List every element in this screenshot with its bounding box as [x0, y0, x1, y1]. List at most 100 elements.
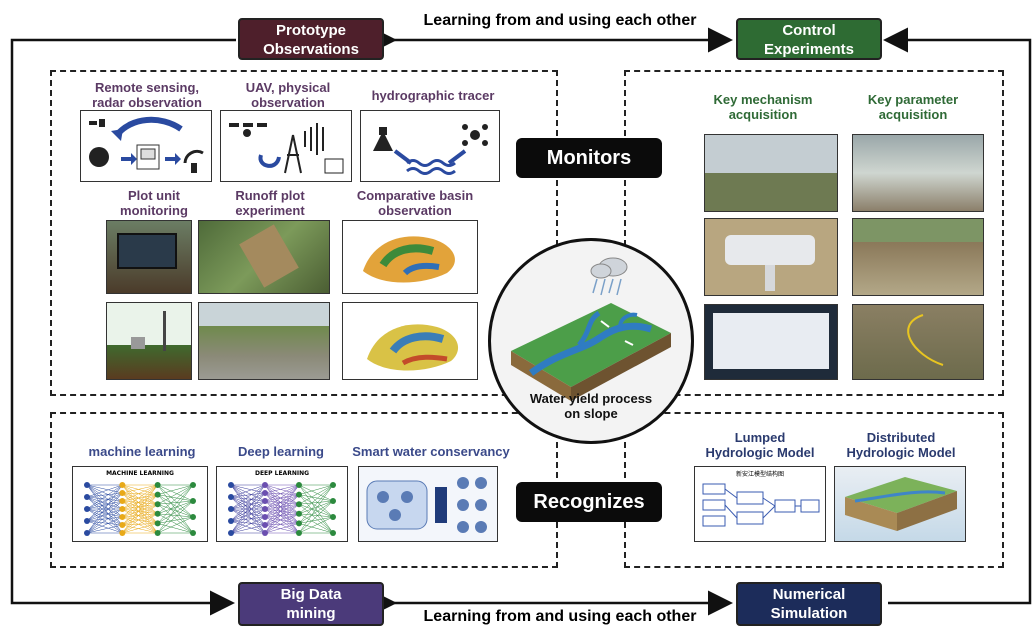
network-node: [119, 514, 126, 520]
network-edge: [157, 484, 194, 495]
uav-caption: UAV, physical observation: [224, 80, 352, 110]
runoff-plot-caption-line1: Runoff plot: [235, 188, 305, 203]
big-data-mining-line1: Big Data: [280, 586, 342, 603]
network-edge: [298, 494, 334, 502]
network-edge: [264, 513, 300, 526]
swc-panel: [358, 466, 498, 542]
network-edge: [122, 484, 158, 534]
remote-sensing-icons: [89, 116, 204, 173]
network-edge: [230, 496, 266, 502]
runoff-plot-aerial-photo: [198, 220, 330, 294]
lumped-caption: Lumped Hydrologic Model: [700, 430, 820, 460]
network-node: [119, 506, 126, 512]
numerical-simulation-line1: Numerical: [772, 586, 846, 603]
network-edge: [157, 494, 194, 502]
dl-caption: Deep learning: [238, 444, 324, 459]
field-station-photo: [704, 134, 838, 212]
network-edge: [298, 484, 334, 505]
network-node: [228, 494, 234, 500]
tracer-panel: [360, 110, 500, 182]
runoff-plot-caption: Runoff plot experiment: [210, 188, 330, 218]
swc-diagram: [366, 477, 487, 533]
circle-caption-line1: Water yield process: [529, 391, 653, 406]
top-banner-text: Learning from and using each other: [423, 12, 697, 29]
network-node: [119, 490, 126, 496]
network-edge: [86, 520, 123, 526]
network-edge: [157, 500, 194, 505]
network-edge: [122, 494, 158, 510]
network-edge: [122, 494, 158, 526]
globe-icon: [89, 147, 109, 167]
rain-cloud-icon: [590, 257, 628, 296]
network-edge: [230, 484, 266, 494]
network-edge: [264, 504, 300, 534]
slope-process-circle: Water yield process on slope: [488, 238, 694, 444]
laptop-photo: [106, 220, 192, 294]
network-edge: [86, 516, 123, 522]
network-edge: [264, 484, 300, 510]
basin-map-2: [342, 302, 478, 380]
dl-panel-title: DEEP LEARNING: [254, 470, 310, 477]
network-edge: [86, 508, 123, 534]
network-node: [262, 498, 268, 504]
network-edge: [298, 484, 334, 534]
network-edge: [86, 520, 123, 534]
lumped-caption-line1: Lumped: [734, 430, 786, 445]
network-node: [296, 530, 302, 536]
monitors-label: Monitors: [516, 138, 662, 178]
network-edge: [230, 516, 266, 534]
observations-panel: [50, 70, 558, 396]
network-edge: [157, 494, 194, 518]
network-edge: [122, 484, 158, 526]
network-node: [190, 530, 196, 536]
network-node: [154, 520, 161, 527]
network-edge: [298, 500, 334, 524]
network-node: [119, 482, 126, 488]
network-edge: [298, 503, 334, 518]
network-edge: [122, 504, 158, 534]
network-edge: [86, 496, 123, 502]
network-edge: [230, 500, 266, 510]
experiments-panel: [624, 70, 1004, 396]
network-edge: [230, 492, 266, 522]
network-node: [262, 482, 268, 488]
network-node: [119, 498, 126, 504]
network-node: [119, 530, 126, 536]
network-edge: [86, 492, 123, 534]
network-edge: [122, 523, 158, 534]
big-data-mining-box: Big Data mining: [238, 582, 384, 626]
basin-caption-line2: observation: [378, 203, 452, 218]
network-node: [154, 482, 161, 488]
network-edge: [298, 504, 334, 534]
network-edge: [230, 516, 266, 522]
key-mechanism-caption-line1: Key mechanism: [713, 92, 813, 107]
network-edge: [86, 492, 123, 498]
ml-panel-title: MACHINE LEARNING: [106, 470, 174, 477]
network-edge: [86, 524, 123, 534]
prototype-observations-line1: Prototype: [275, 22, 346, 39]
network-edge: [122, 484, 158, 502]
network-edge: [264, 492, 300, 534]
runoff-frame-photo: [852, 218, 984, 296]
satellite-icon: [89, 119, 105, 127]
network-edge: [86, 484, 123, 534]
network-node: [296, 482, 302, 488]
network-edge: [157, 503, 194, 518]
network-edge: [230, 500, 266, 534]
tracer-icons: [373, 124, 488, 175]
network-edge: [122, 484, 158, 510]
plot-unit-caption: Plot unit monitoring: [106, 188, 202, 218]
network-node: [154, 491, 161, 498]
control-experiments-box: Control Experiments: [736, 18, 882, 60]
network-edge: [86, 500, 123, 522]
network-node: [190, 514, 196, 520]
camera-photo: [704, 218, 838, 296]
network-edge: [264, 484, 300, 526]
network-edge: [298, 500, 334, 515]
slope-illustration: [511, 257, 671, 401]
network-edge: [122, 513, 158, 534]
control-experiments-line2: Experiments: [763, 41, 855, 58]
network-node: [262, 522, 268, 528]
network-edge: [264, 500, 300, 505]
network-edge: [122, 492, 158, 534]
